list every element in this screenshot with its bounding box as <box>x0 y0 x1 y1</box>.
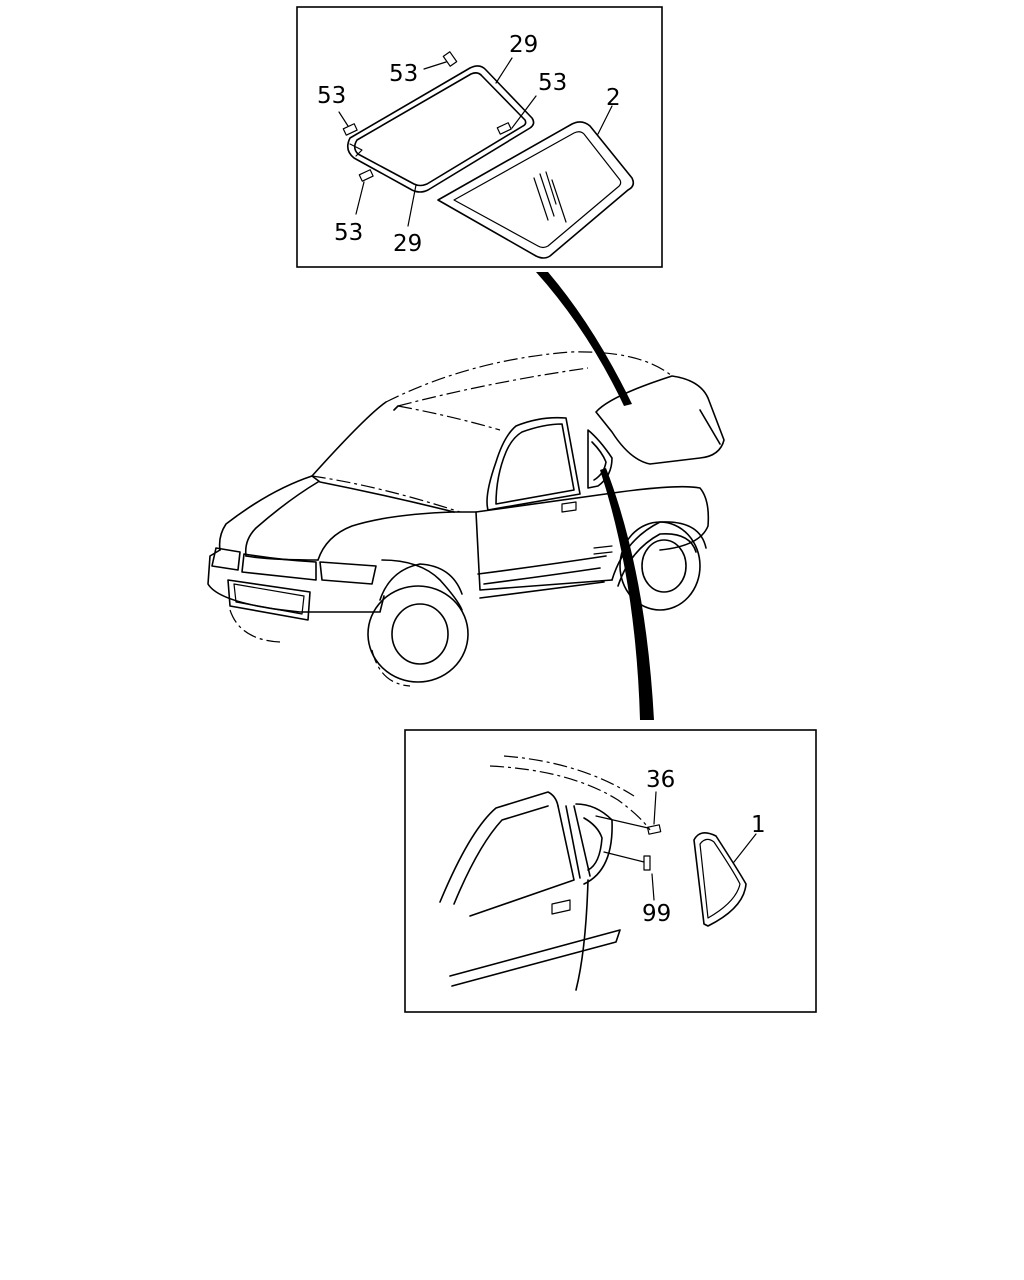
callout-53-left: 53 <box>317 83 346 109</box>
spacer-99 <box>643 855 651 871</box>
rear-glass-detail-panel: 53 29 53 53 2 53 29 <box>296 6 663 268</box>
seal-clips <box>342 51 512 182</box>
callout-36: 36 <box>646 767 675 793</box>
clip-right <box>496 122 512 135</box>
clip-bottom <box>358 169 374 182</box>
quarter-glass-detail-panel: 36 99 1 <box>404 729 817 1013</box>
top-leaders <box>338 57 613 227</box>
pointer-to-quarter-glass <box>600 468 654 720</box>
clip-left <box>342 123 358 136</box>
callout-53-right: 53 <box>538 70 567 96</box>
back-glass <box>437 121 635 259</box>
callout-1: 1 <box>751 812 766 838</box>
quarter-glass <box>693 832 747 927</box>
callout-29-upper: 29 <box>509 32 538 58</box>
callout-53-top: 53 <box>389 61 418 87</box>
bottom-panel-frame <box>404 729 817 1013</box>
vehicle-illustration <box>207 351 725 687</box>
pointer-to-rear-glass <box>536 272 632 406</box>
callout-99: 99 <box>642 901 671 927</box>
clip-36 <box>646 824 662 835</box>
callout-53-bottom: 53 <box>334 220 363 246</box>
back-glass-molding <box>346 65 535 193</box>
callout-2: 2 <box>606 85 621 111</box>
callout-29-lower: 29 <box>393 231 422 257</box>
front-wheel <box>367 585 469 683</box>
clip-top <box>442 51 458 67</box>
